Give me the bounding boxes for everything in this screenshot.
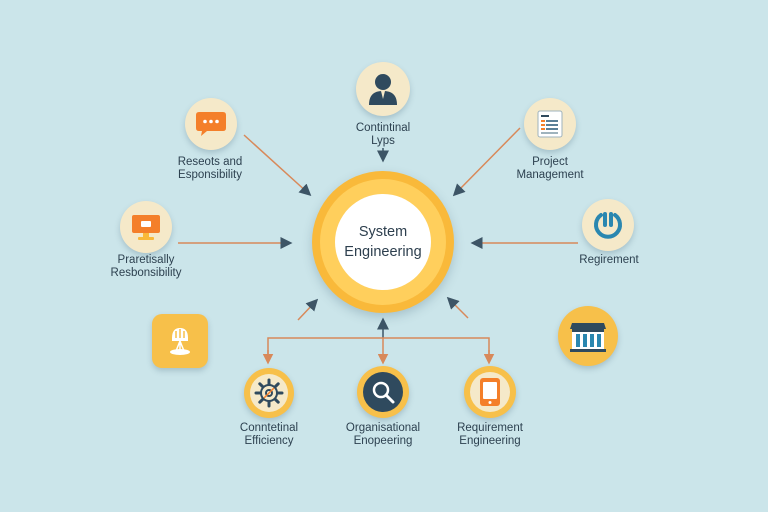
center-hub[interactable]: System Engineering xyxy=(312,171,454,313)
monitor-icon xyxy=(132,215,160,240)
arrow-lower-right xyxy=(446,296,469,319)
practically-node[interactable] xyxy=(120,201,172,253)
building-icon xyxy=(570,323,606,352)
magnifier-icon xyxy=(372,381,395,404)
contextual-node[interactable] xyxy=(244,368,294,418)
arrow-lower-left xyxy=(297,298,319,321)
tablet-icon xyxy=(480,378,500,406)
lamp-node[interactable] xyxy=(152,314,208,368)
contractual-node[interactable] xyxy=(356,62,410,116)
contextual-label: Conntetinal Efficiency xyxy=(239,422,299,447)
chat-bubble-icon xyxy=(196,112,226,136)
organisational-node[interactable] xyxy=(357,366,409,418)
reports-node[interactable] xyxy=(185,98,237,150)
power-icon xyxy=(594,212,622,239)
practically-label: Praretisally Resbonsibility xyxy=(110,254,182,279)
requirement-label: Regirement xyxy=(579,254,639,266)
reports-label: Reseots and Esponsibility xyxy=(177,156,243,181)
project-node[interactable] xyxy=(524,98,576,150)
lamp-icon xyxy=(170,328,190,355)
arrow-upper-left xyxy=(243,134,312,197)
document-icon xyxy=(537,110,563,138)
requirement-node[interactable] xyxy=(582,199,634,251)
center-title-line2: Engineering xyxy=(344,244,422,260)
building-node[interactable] xyxy=(558,306,618,366)
requirement-eng-node[interactable] xyxy=(464,366,516,418)
bracket-connector xyxy=(267,337,490,355)
center-title-line1: System xyxy=(358,224,408,240)
arrow-upper-right xyxy=(452,127,521,197)
project-label: Project Management xyxy=(516,156,584,181)
person-icon xyxy=(369,74,397,105)
gear-icon xyxy=(254,378,284,408)
requirement-eng-label: Requirement Engineering xyxy=(457,422,523,447)
contractual-label: Contintinal Lyps xyxy=(355,122,411,147)
organisational-label: Organisational Enopeering xyxy=(345,422,421,447)
